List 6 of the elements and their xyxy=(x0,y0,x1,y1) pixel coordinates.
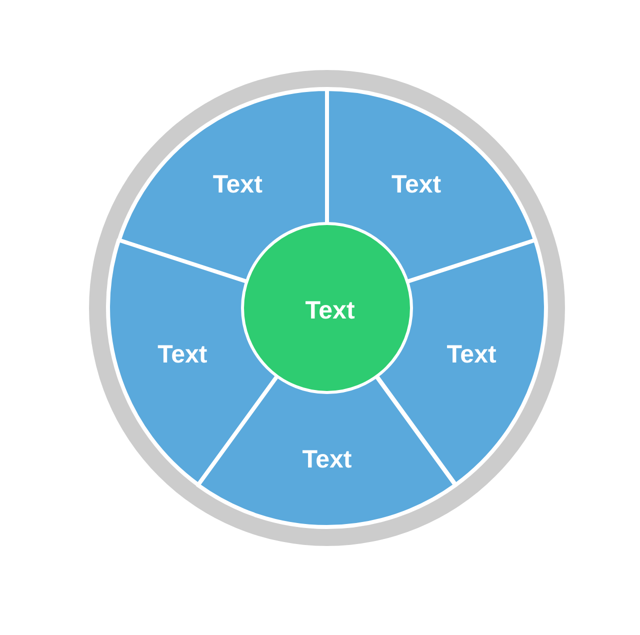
segment-label: Text xyxy=(446,342,496,368)
segment-label: Text xyxy=(212,172,262,198)
segment-label: Text xyxy=(305,298,355,324)
segment-label: Text xyxy=(302,448,352,472)
segment-label: Text xyxy=(158,342,208,368)
segment-label: Text xyxy=(392,172,442,198)
